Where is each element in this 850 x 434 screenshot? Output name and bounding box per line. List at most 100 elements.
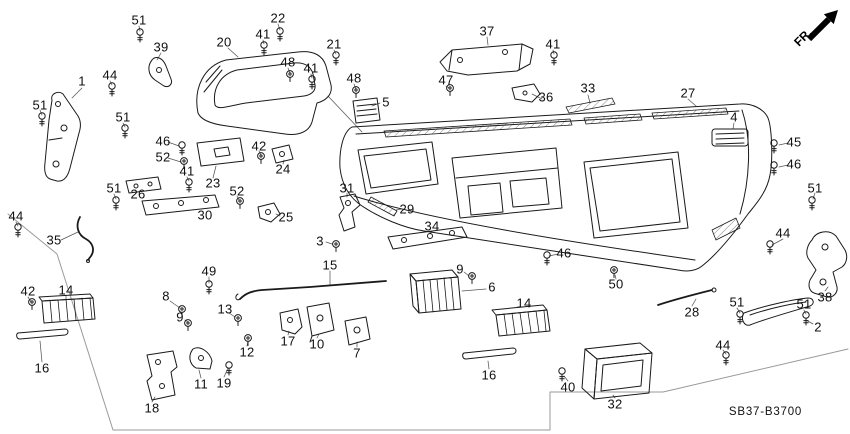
part-label-1: 1 [78,73,86,89]
part-label-25: 25 [278,209,294,225]
part-label-34: 34 [424,218,440,234]
part-label-36: 36 [538,89,554,105]
part-label-41: 41 [303,60,319,76]
part-label-44: 44 [8,208,24,224]
part-label-46: 46 [155,133,171,149]
part-label-8: 8 [162,288,170,304]
part-label-10: 10 [309,336,325,352]
part-label-37: 37 [479,23,495,39]
part-label-13: 13 [217,301,233,317]
part-label-45: 45 [786,134,802,150]
part-label-44: 44 [715,337,731,353]
part-label-29: 29 [399,201,415,217]
part-label-28: 28 [684,304,700,320]
part-label-9: 9 [456,261,464,277]
part-16-strip-right [462,347,517,360]
part-25-bracket [257,202,281,223]
part-10-bracket [306,302,335,343]
part-23-bracket [196,137,245,167]
part-37-bracket [439,43,534,76]
part-label-5: 5 [382,94,390,110]
part-label-2: 2 [814,319,822,335]
part-label-51: 51 [115,109,131,125]
part-11-arm [189,347,213,370]
part-14-vent-right [491,304,551,337]
part-label-35: 35 [46,232,62,248]
part-label-51: 51 [796,296,812,312]
part-label-7: 7 [353,345,361,361]
part-24-bracket [271,144,294,164]
part-1-bracket [44,91,81,182]
part-label-22: 22 [270,10,286,26]
diagram-code: SB37-B3700 [728,406,803,418]
part-label-51: 51 [106,180,122,196]
part-label-12: 12 [239,344,255,360]
part-14-vent-left [38,293,96,324]
part-39-bracket [148,57,172,87]
part-label-6: 6 [488,279,496,295]
part-label-14: 14 [516,295,532,311]
part-label-19: 19 [216,375,232,391]
part-label-50: 50 [608,276,624,292]
part-7-bracket [344,316,371,346]
part-label-21: 21 [326,36,342,52]
part-label-11: 11 [193,376,209,392]
part-label-4: 4 [730,109,738,125]
part-label-14: 14 [58,282,74,298]
part-27-instrument-panel [339,103,773,272]
part-6-vent [409,269,462,314]
part-36-bracket [511,83,541,103]
part-label-40: 40 [560,379,576,395]
part-label-41: 41 [255,26,271,42]
part-label-17: 17 [280,333,296,349]
part-5-grille [352,97,381,124]
part-label-9: 9 [176,309,184,325]
part-label-42: 42 [251,138,267,154]
part-label-24: 24 [275,161,291,177]
part-16-strip-left [16,328,69,340]
part-label-51: 51 [729,294,745,310]
part-label-26: 26 [130,186,146,202]
part-30-plate [141,194,220,216]
part-label-23: 23 [205,175,221,191]
part-label-52: 52 [229,183,245,199]
part-label-30: 30 [197,207,213,223]
part-label-32: 32 [607,396,623,412]
part-label-41: 41 [545,36,561,52]
part-label-31: 31 [339,180,355,196]
part-28-rod [657,287,717,306]
part-29-pin [367,196,398,217]
part-label-38: 38 [817,289,833,305]
part-label-18: 18 [144,400,160,416]
part-label-48: 48 [346,70,362,86]
part-label-16: 16 [34,360,50,376]
part-label-33: 33 [580,80,596,96]
part-label-3: 3 [316,233,324,249]
part-26-plate [125,176,162,194]
part-label-49: 49 [201,263,217,279]
part-label-51: 51 [131,12,147,28]
part-label-48: 48 [280,54,296,70]
part-15-rod [235,280,387,301]
part-label-44: 44 [775,225,791,241]
part-31-bracket [338,193,361,232]
part-label-41: 41 [179,163,195,179]
part-label-44: 44 [102,67,118,83]
part-label-27: 27 [680,85,696,101]
part-label-52: 52 [155,149,171,165]
part-2-garnish [741,297,814,326]
part-label-46: 46 [786,156,802,172]
part-label-47: 47 [438,72,454,88]
part-label-39: 39 [153,39,169,55]
diagram-border [7,213,849,431]
part-label-51: 51 [32,97,48,113]
part-18-bracket [146,350,178,401]
part-label-42: 42 [20,283,36,299]
part-20-garnish [196,51,332,135]
part-4-panel [711,128,749,147]
part-34-bar [387,226,468,250]
part-32-ashtray [581,342,653,400]
